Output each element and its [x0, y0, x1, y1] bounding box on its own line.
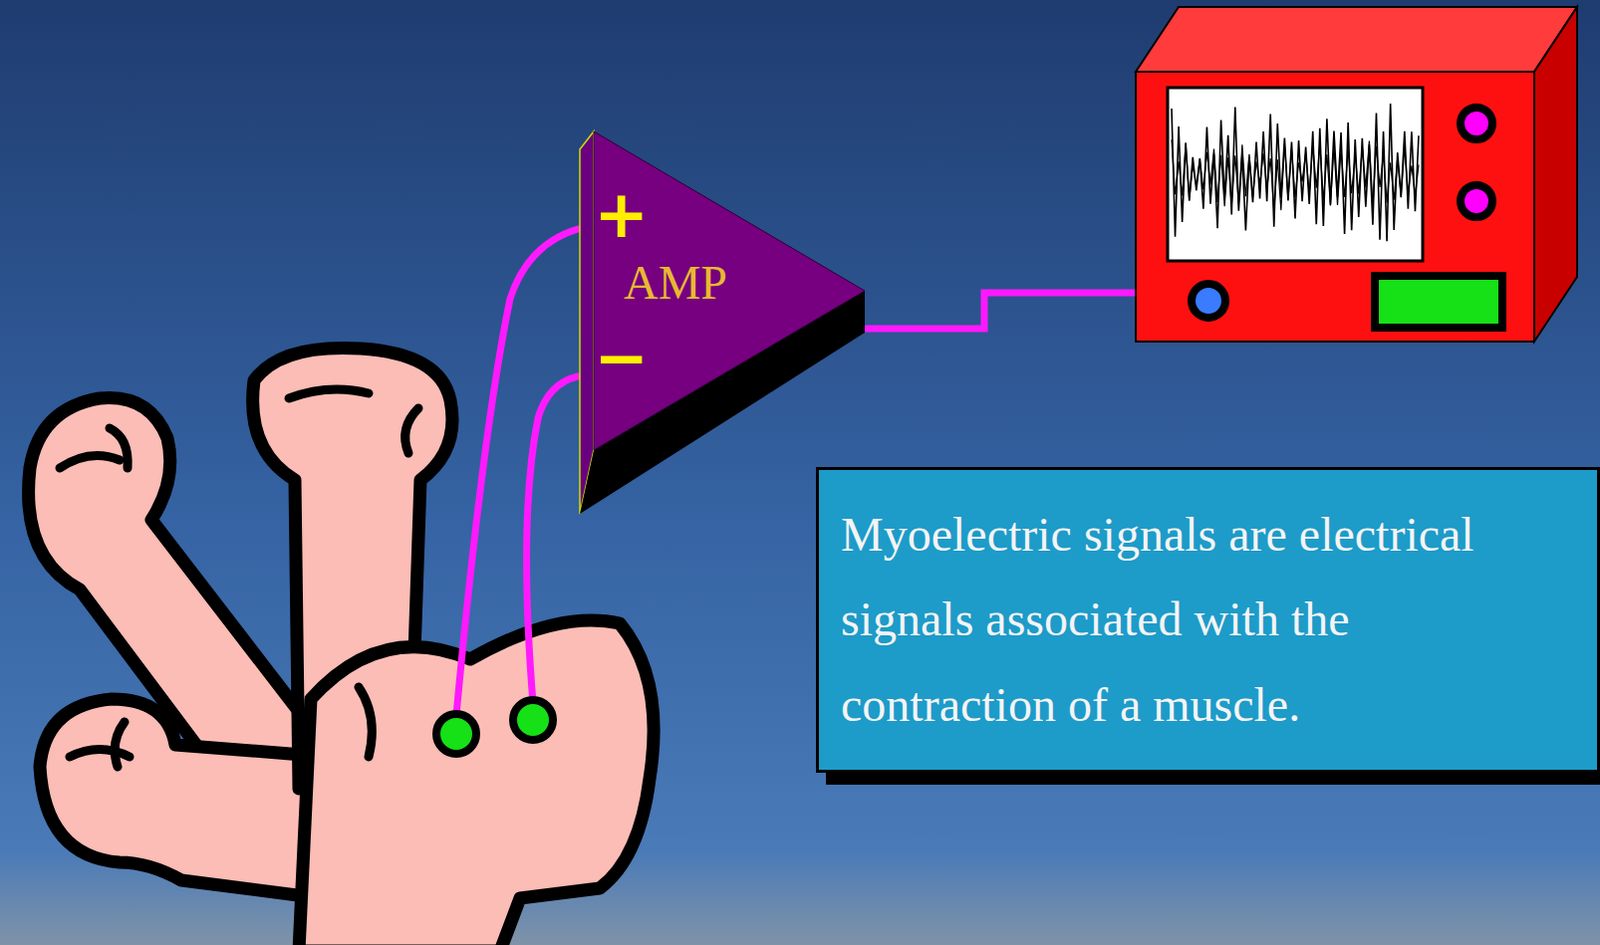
arms [28, 347, 655, 945]
finger-lines [59, 389, 419, 768]
amplifier-left-face [579, 131, 594, 515]
electrode [513, 700, 553, 741]
scope-screen [1167, 87, 1423, 262]
electrode [436, 714, 477, 755]
finger-line [109, 428, 128, 469]
scope-display [1374, 275, 1503, 328]
finger-line [288, 389, 369, 399]
minus-sign: − [593, 322, 649, 396]
wire [456, 229, 578, 716]
scope-top [1135, 6, 1578, 72]
amplifier-front-face [593, 131, 865, 451]
wire [527, 376, 578, 704]
scope-knob [1460, 107, 1493, 140]
scope-front [1135, 71, 1535, 342]
emg-trace-line [1171, 139, 1419, 212]
definition-text: Myoelectric signals are electrical signa… [840, 492, 1539, 748]
finger-line [69, 750, 130, 759]
definition-box: Myoelectric signals are electrical signa… [815, 467, 1600, 774]
muscle-line [358, 687, 372, 758]
scope-knob [1460, 185, 1493, 218]
finger-line [59, 456, 120, 470]
scope-side [1534, 6, 1578, 342]
plus-sign: + [593, 179, 649, 253]
amp-label: AMP [623, 257, 728, 310]
emg-trace [1171, 103, 1419, 242]
oscilloscope [1135, 6, 1578, 342]
emg-trace-line [1171, 103, 1419, 242]
electrode-wires [456, 229, 578, 716]
input-jack [1191, 283, 1226, 318]
finger-line [405, 408, 419, 454]
finger-line [114, 722, 125, 768]
upper-arm [298, 620, 654, 945]
electrodes [436, 700, 553, 755]
amplifier-triangle: +AMP − [577, 127, 867, 519]
